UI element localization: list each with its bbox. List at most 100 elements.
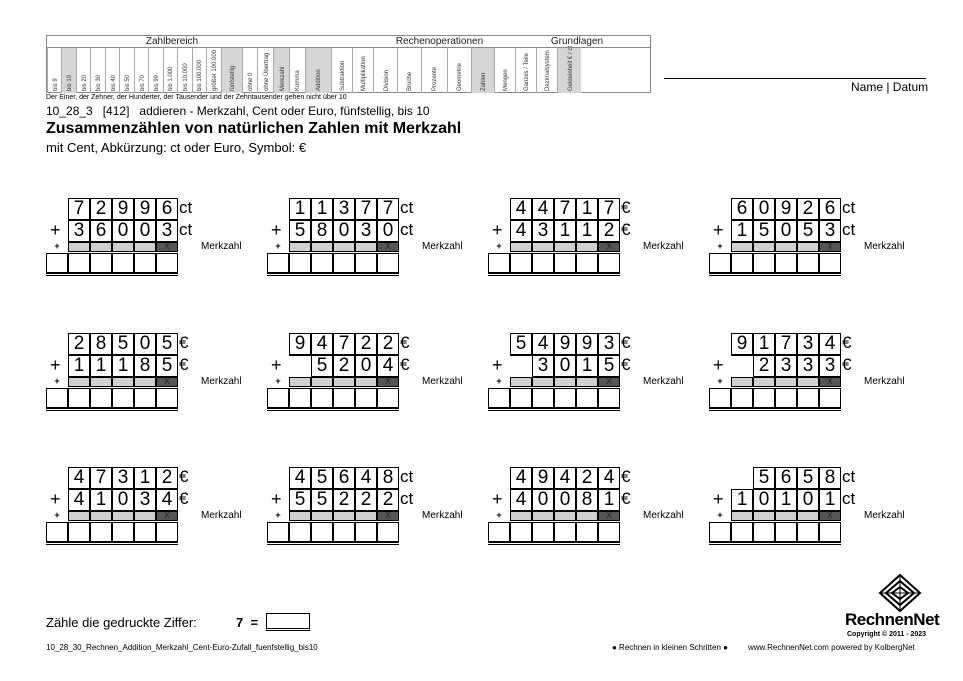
carry-cell[interactable] [510,511,532,521]
result-cell[interactable] [46,522,68,542]
carry-cell[interactable] [731,242,753,252]
result-cell[interactable] [112,253,134,273]
carry-cell[interactable] [333,511,355,521]
result-cell[interactable] [598,253,620,273]
result-cell[interactable] [532,522,554,542]
result-cell[interactable] [775,253,797,273]
carry-cell[interactable] [68,511,90,521]
result-cell[interactable] [156,253,178,273]
result-cell[interactable] [797,253,819,273]
carry-cell[interactable] [797,511,819,521]
carry-cell[interactable] [289,511,311,521]
carry-cell[interactable] [134,242,156,252]
carry-cell[interactable] [532,511,554,521]
result-cell[interactable] [554,253,576,273]
carry-cell[interactable] [753,242,775,252]
result-cell[interactable] [753,522,775,542]
result-cell[interactable] [731,522,753,542]
carry-cell[interactable] [311,377,333,387]
result-cell[interactable] [819,253,841,273]
result-cell[interactable] [377,388,399,408]
result-cell[interactable] [510,388,532,408]
carry-cell[interactable] [797,377,819,387]
result-cell[interactable] [289,253,311,273]
result-cell[interactable] [510,522,532,542]
result-cell[interactable] [488,388,510,408]
carry-cell[interactable] [355,377,377,387]
result-cell[interactable] [90,522,112,542]
carry-cell[interactable] [554,377,576,387]
carry-cell[interactable] [576,242,598,252]
carry-cell[interactable] [775,377,797,387]
result-cell[interactable] [355,522,377,542]
result-cell[interactable] [576,253,598,273]
result-cell[interactable] [156,388,178,408]
result-cell[interactable] [797,388,819,408]
result-cell[interactable] [532,388,554,408]
result-cell[interactable] [731,388,753,408]
carry-cell[interactable] [731,377,753,387]
carry-cell[interactable] [554,511,576,521]
result-cell[interactable] [731,253,753,273]
result-cell[interactable] [355,253,377,273]
carry-cell[interactable]: X [377,242,399,252]
carry-cell[interactable] [134,511,156,521]
carry-cell[interactable]: X [156,242,178,252]
result-cell[interactable] [134,388,156,408]
carry-cell[interactable] [753,511,775,521]
result-cell[interactable] [68,388,90,408]
result-cell[interactable] [333,253,355,273]
carry-cell[interactable]: X [156,377,178,387]
result-cell[interactable] [532,253,554,273]
result-cell[interactable] [267,522,289,542]
carry-cell[interactable] [554,242,576,252]
result-cell[interactable] [90,253,112,273]
result-cell[interactable] [46,388,68,408]
result-cell[interactable] [90,388,112,408]
result-cell[interactable] [112,522,134,542]
result-cell[interactable] [576,522,598,542]
carry-cell[interactable] [355,242,377,252]
result-cell[interactable] [289,388,311,408]
carry-cell[interactable] [355,511,377,521]
carry-cell[interactable] [311,242,333,252]
carry-cell[interactable] [90,511,112,521]
carry-cell[interactable] [289,242,311,252]
result-cell[interactable] [311,388,333,408]
result-cell[interactable] [598,388,620,408]
carry-cell[interactable] [112,511,134,521]
carry-cell[interactable] [68,242,90,252]
carry-cell[interactable] [112,242,134,252]
result-cell[interactable] [775,522,797,542]
result-cell[interactable] [753,253,775,273]
carry-cell[interactable] [112,377,134,387]
result-cell[interactable] [554,388,576,408]
result-cell[interactable] [753,388,775,408]
carry-cell[interactable] [134,377,156,387]
carry-cell[interactable]: X [819,242,841,252]
result-cell[interactable] [68,522,90,542]
carry-cell[interactable]: X [598,242,620,252]
result-cell[interactable] [554,522,576,542]
carry-cell[interactable] [311,511,333,521]
carry-cell[interactable]: X [598,377,620,387]
result-cell[interactable] [46,253,68,273]
carry-cell[interactable] [510,377,532,387]
result-cell[interactable] [488,522,510,542]
result-cell[interactable] [156,522,178,542]
result-cell[interactable] [488,253,510,273]
carry-cell[interactable] [775,242,797,252]
result-cell[interactable] [267,253,289,273]
result-cell[interactable] [377,253,399,273]
result-cell[interactable] [333,522,355,542]
carry-cell[interactable]: X [377,377,399,387]
carry-cell[interactable] [775,511,797,521]
result-cell[interactable] [134,522,156,542]
result-cell[interactable] [377,522,399,542]
carry-cell[interactable] [289,377,311,387]
result-cell[interactable] [267,388,289,408]
carry-cell[interactable] [797,242,819,252]
result-cell[interactable] [311,522,333,542]
result-cell[interactable] [289,522,311,542]
result-cell[interactable] [598,522,620,542]
